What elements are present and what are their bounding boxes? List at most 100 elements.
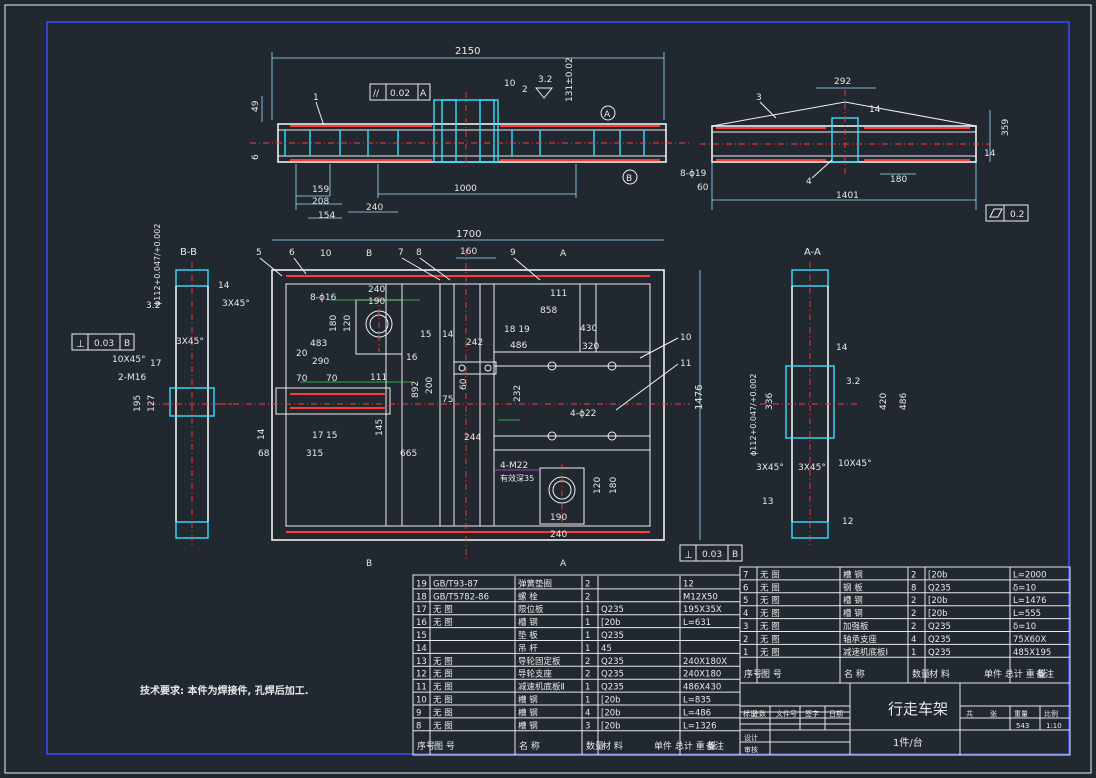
bomL-row-9-col-2: 槽 钢 bbox=[518, 695, 538, 706]
bb-perp-icon: ⊥ bbox=[76, 339, 85, 350]
bomL-row-7-col-5: 240X180 bbox=[683, 670, 721, 680]
bomR-row-5-col-0: 2 bbox=[743, 635, 748, 645]
bb-chamfer-3: 10X45° bbox=[112, 355, 146, 365]
dim-10-plan: 10 bbox=[320, 249, 332, 259]
drawing-title: 行走车架 bbox=[888, 700, 948, 718]
bomR-row-0-col-0: 7 bbox=[743, 570, 748, 580]
bomR-row-5-col-3: 4 bbox=[911, 635, 916, 645]
bomL-head-4: 材 料 bbox=[602, 740, 623, 752]
tb-weight-val: 543 bbox=[1016, 722, 1029, 730]
frame-outline bbox=[271, 269, 665, 541]
dim-20: 20 bbox=[296, 349, 308, 359]
bb-perp-frame bbox=[71, 333, 135, 351]
dim-232: 232 bbox=[513, 385, 523, 402]
bomL-row-10-col-2: 槽 钢 bbox=[518, 707, 538, 718]
section-a-top: A bbox=[560, 249, 567, 259]
bomL-row-9-col-5: L=835 bbox=[683, 696, 711, 706]
bomR-row-3-col-1: 无 图 bbox=[760, 609, 780, 619]
bomR-row-1-col-1: 无 图 bbox=[760, 583, 780, 593]
balloon-15: 15 bbox=[420, 330, 431, 340]
tb-weight: 重量 bbox=[1014, 710, 1028, 718]
bomL-row-0-col-1: GB/T93-87 bbox=[433, 579, 478, 589]
bomL-row-7-col-2: 导轮支座 bbox=[518, 669, 553, 680]
bomR-row-5-col-4: Q235 bbox=[928, 635, 951, 645]
bomL-row-1-col-0: 18 bbox=[416, 592, 427, 602]
bomR-row-6-col-1: 无 图 bbox=[760, 648, 780, 658]
bomL-row-1-col-2: 螺 栓 bbox=[518, 591, 538, 602]
dim-315: 315 bbox=[306, 449, 323, 459]
bomL-row-1-col-1: GB/T5782-86 bbox=[433, 592, 489, 602]
tb-sign: 签字 bbox=[805, 709, 819, 718]
holes-4-phi22: 4-ϕ22 bbox=[570, 409, 596, 419]
bomL-head-3: 数量 bbox=[586, 740, 604, 752]
bomL-row-8-col-2: 减速机底板Ⅱ bbox=[518, 682, 565, 693]
bomL-head-0: 序号 bbox=[417, 740, 435, 752]
balloon-8: 8 bbox=[416, 248, 422, 258]
tol-0.03-plan: 0.03 bbox=[702, 550, 722, 560]
balloon-1: 1 bbox=[313, 93, 319, 103]
bomR-row-6-col-5: 485X195 bbox=[1013, 648, 1051, 658]
bomL-row-6-col-0: 13 bbox=[416, 657, 427, 667]
aa-dim-14: 14 bbox=[836, 343, 848, 353]
bomR-row-3-col-4: [20b bbox=[928, 609, 948, 619]
datum-a: A bbox=[420, 89, 427, 99]
flatness-frame bbox=[369, 83, 431, 101]
tech-requirement: 技术要求: 本件为焊接件, 孔焊后加工. bbox=[140, 684, 309, 697]
aa-dim-420: 420 bbox=[879, 393, 889, 410]
bomL-head-1: 图 号 bbox=[434, 741, 455, 752]
dim-131: 131±0.02 bbox=[565, 57, 575, 102]
circle-a bbox=[600, 105, 616, 121]
bomL-row-10-col-1: 无 图 bbox=[433, 708, 453, 718]
dim-145: 145 bbox=[375, 419, 385, 436]
bomL-row-7-col-1: 无 图 bbox=[433, 670, 453, 680]
dim-111-a: 111 bbox=[370, 373, 387, 383]
bomR-row-6-col-2: 减速机底板Ⅰ bbox=[843, 647, 888, 658]
bb-thread: 2-M16 bbox=[118, 373, 146, 383]
bomL-row-1-col-5: M12X50 bbox=[683, 592, 718, 602]
thread-4-m22: 4-M22 bbox=[500, 461, 528, 471]
bomR-row-0-col-5: L=2000 bbox=[1013, 570, 1047, 580]
bb-diameter: ϕ112+0.047/+0.002 bbox=[153, 224, 162, 306]
dim-160: 160 bbox=[460, 247, 477, 257]
bomR-row-1-col-2: 钢 板 bbox=[843, 582, 863, 593]
aa-balloon-12: 12 bbox=[842, 517, 853, 527]
tb-count: 处数 bbox=[752, 709, 766, 718]
perp-icon: ⊥ bbox=[684, 550, 693, 561]
section-a-bottom: A bbox=[560, 559, 567, 569]
dim-430: 430 bbox=[580, 324, 597, 334]
tb-mark: 标记 bbox=[743, 709, 757, 718]
balloon-14: 14 bbox=[442, 330, 454, 340]
bomR-head-5: 单件 总计 重 量 bbox=[984, 668, 1047, 680]
bomL-row-8-col-0: 11 bbox=[416, 683, 427, 693]
tb-ratio-val: 1:10 bbox=[1046, 722, 1062, 730]
dim-180-plan: 180 bbox=[329, 315, 339, 332]
bomL-row-0-col-2: 弹簧垫圈 bbox=[518, 578, 552, 589]
bomL-row-9-col-3: 1 bbox=[585, 696, 590, 706]
dim-120-plan: 120 bbox=[343, 315, 353, 332]
parallel-symbol: // bbox=[373, 89, 380, 99]
bomL-row-4-col-3: 1 bbox=[585, 631, 590, 641]
dim-290: 290 bbox=[312, 357, 329, 367]
bomL-row-11-col-1: 无 图 bbox=[433, 721, 453, 731]
bomL-row-9-col-4: [20b bbox=[601, 696, 621, 706]
bomL-row-6-col-5: 240X180X bbox=[683, 657, 727, 667]
bomL-row-2-col-2: 限位板 bbox=[518, 604, 544, 615]
bomL-row-7-col-3: 2 bbox=[585, 670, 590, 680]
balloon-9: 9 bbox=[510, 248, 516, 258]
bomR-row-0-col-2: 槽 钢 bbox=[843, 569, 863, 580]
dim-6: 6 bbox=[251, 154, 261, 160]
flatness-frame-2 bbox=[985, 204, 1029, 222]
bomR-head-4: 材 料 bbox=[929, 668, 950, 680]
bomR-row-3-col-3: 2 bbox=[911, 609, 916, 619]
dim-10: 10 bbox=[504, 79, 516, 89]
bomR-head-1: 图 号 bbox=[761, 669, 782, 680]
bomL-row-8-col-5: 486X430 bbox=[683, 683, 721, 693]
bomR-row-6-col-4: Q235 bbox=[928, 648, 951, 658]
balloon-6: 6 bbox=[289, 248, 295, 258]
dim-292: 292 bbox=[834, 77, 851, 87]
aa-top-flange bbox=[791, 269, 829, 287]
balloon-18-19: 18 19 bbox=[504, 325, 530, 335]
dim-60-plan: 60 bbox=[459, 378, 469, 390]
aa-balloon-13: 13 bbox=[762, 497, 773, 507]
